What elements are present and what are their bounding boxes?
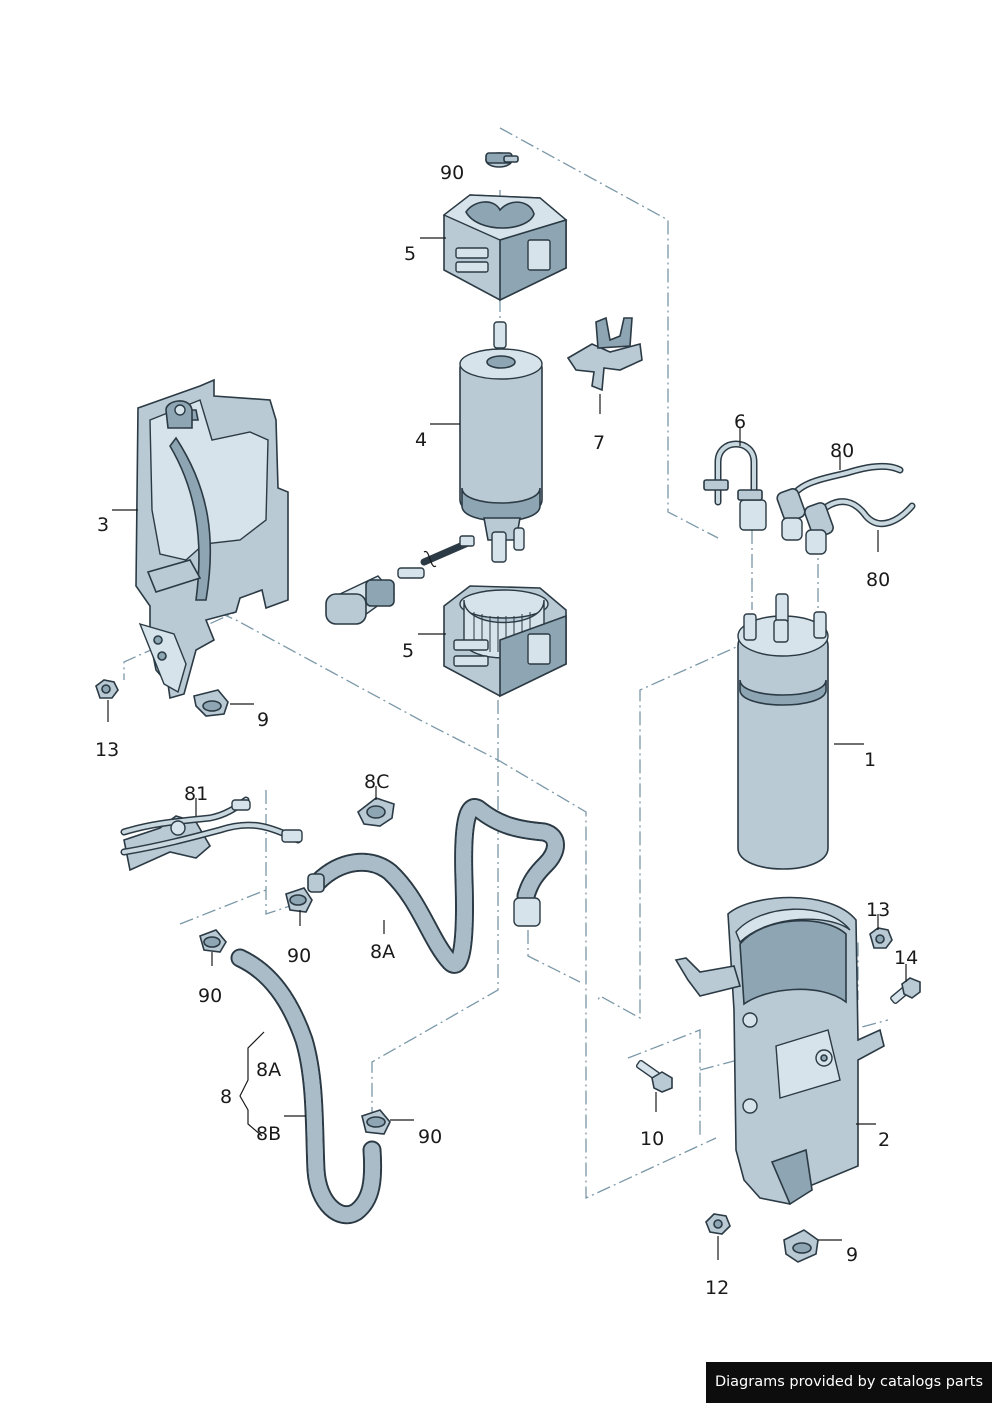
callout-13-right: 13: [866, 899, 890, 921]
callout-8: 8: [220, 1086, 232, 1108]
callout-80-top: 80: [830, 440, 854, 462]
callout-90-mid: 90: [287, 945, 311, 967]
callout-5-mid: 5: [402, 640, 414, 662]
hex-nut-13-left: [95, 679, 119, 699]
u-pipe-6: [703, 440, 767, 531]
pipe-assembly-81: [120, 796, 303, 872]
hose-clamp-mid: [285, 887, 313, 913]
callout-4: 4: [415, 429, 427, 451]
filter-bracket: [674, 896, 885, 1206]
leader-lines: [107, 237, 907, 1260]
callout-13-left: 13: [95, 739, 119, 761]
callout-10: 10: [640, 1128, 664, 1150]
callout-81: 81: [184, 783, 208, 805]
rubber-mount-top: [442, 194, 568, 302]
bolt-14: [890, 977, 921, 1005]
rubber-mount-middle: [443, 585, 567, 698]
hose-clamp-left: [199, 929, 227, 953]
clip-9-right: [783, 1229, 819, 1263]
mounting-bracket-7: [566, 316, 643, 392]
footer-credit: Diagrams provided by catalogs parts: [706, 1362, 992, 1403]
callout-6: 6: [734, 411, 746, 433]
callout-7: 7: [593, 432, 605, 454]
callout-90-left: 90: [198, 985, 222, 1007]
hose-clamp-bottom: [361, 1109, 391, 1135]
callout-80-bottom: 80: [866, 569, 890, 591]
bolt-10: [635, 1059, 673, 1093]
hose-8B-lower: [230, 948, 383, 1225]
hex-nut-12: [705, 1213, 731, 1235]
callout-labels: 90 5 4 7 6 80 80 3 5 1 13 9 81 8C 90 8A …: [95, 162, 918, 1299]
callout-8A-brace: 8A: [256, 1059, 281, 1081]
callout-8A-mid: 8A: [370, 941, 395, 963]
callout-8C: 8C: [364, 771, 389, 793]
callout-9-right: 9: [846, 1244, 858, 1266]
hose-clamp-top: [485, 152, 519, 168]
fuel-filter: [737, 593, 829, 870]
callout-12: 12: [705, 1277, 729, 1299]
clip-9-left: [193, 689, 229, 717]
clip-8C: [356, 797, 395, 827]
callout-90-bottom: 90: [418, 1126, 442, 1148]
callout-8B: 8B: [256, 1123, 281, 1145]
callout-9-left: 9: [257, 709, 269, 731]
hose-8A-upper: [307, 798, 565, 974]
fuel-pump: [325, 321, 543, 625]
fuel-lines-80: [776, 462, 916, 555]
callout-3: 3: [97, 514, 109, 536]
callout-5-top: 5: [404, 243, 416, 265]
callout-90-top: 90: [440, 162, 464, 184]
callout-1: 1: [864, 749, 876, 771]
callout-2: 2: [878, 1129, 890, 1151]
callout-14: 14: [894, 947, 918, 969]
heat-shield: [135, 378, 289, 700]
hex-nut-13-right: [869, 927, 893, 949]
